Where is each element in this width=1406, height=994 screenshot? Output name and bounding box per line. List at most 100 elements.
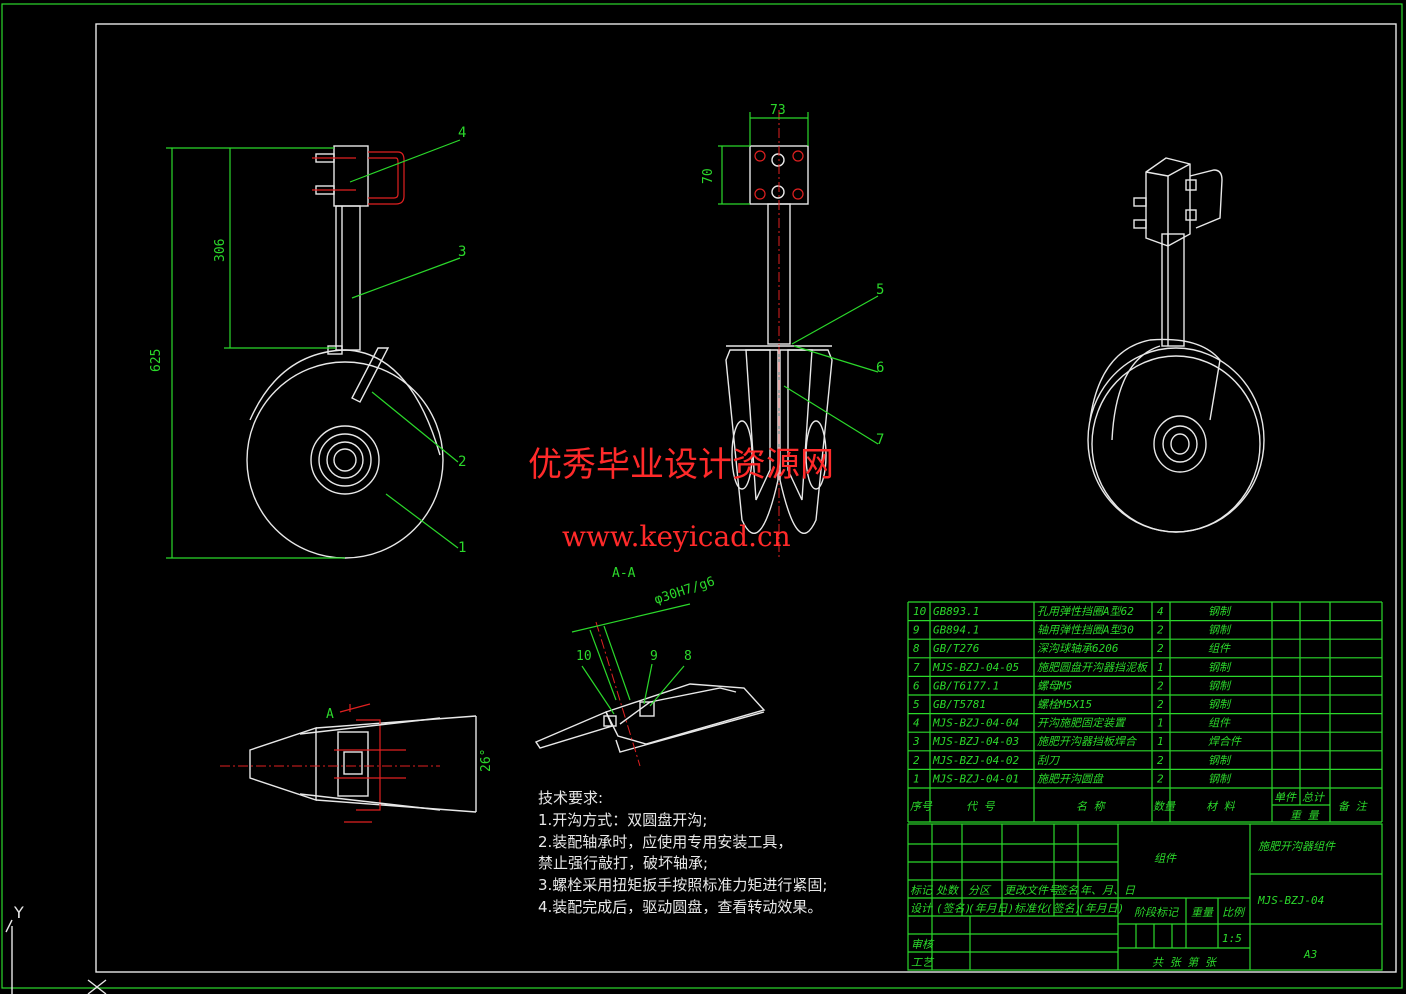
bom-head-name: 名 称 [1076, 800, 1107, 813]
callout-4-left: 4 [458, 125, 466, 141]
bom-cell-name: 施肥开沟圆盘 [1037, 772, 1105, 785]
bom-head-weight: 重 量 [1290, 809, 1320, 822]
bom-head-qty: 数量 [1153, 800, 1176, 813]
bom-cell-qty: 2 [1157, 679, 1164, 692]
tb-row1-cell: 更改文件号 [1004, 884, 1060, 897]
bom-head-total: 总计 [1302, 791, 1325, 804]
bom-cell-no: 10 [913, 605, 927, 618]
callout-6: 6 [876, 360, 884, 376]
bom-cell-code: GB/T276 [933, 642, 980, 655]
bom-cell-material: 钢制 [1208, 605, 1232, 618]
inner-border [95, 23, 1397, 973]
bom-cell-qty: 2 [1157, 698, 1164, 711]
notes-title: 技术要求: [538, 789, 603, 807]
bom-cell-material: 钢制 [1208, 772, 1232, 785]
dim-625: 625 [149, 349, 164, 372]
bom-cell-qty: 4 [1157, 605, 1164, 618]
bom-cell-code: MJS-BZJ-04-03 [932, 735, 1019, 748]
tb-drawing-no: MJS-BZJ-04 [1257, 894, 1324, 907]
bom-text: 10 GB893.1 孔用弹性挡圈A型62 4 钢制 9 GB894.1 轴用弹性挡圈A型30… [910, 605, 1369, 822]
tb-row2-cell: (年月日) [1078, 902, 1124, 915]
tb-row2-cell: (签名) [936, 902, 971, 915]
bom-cell-qty: 2 [1157, 624, 1164, 637]
callout-3: 3 [458, 244, 466, 260]
bom-cell-material: 钢制 [1208, 661, 1232, 674]
bom-cell-no: 5 [913, 698, 920, 711]
dim-fit: φ30H7/g6 [653, 574, 717, 608]
bom-table [907, 601, 1383, 823]
bom-cell-no: 1 [913, 772, 920, 785]
callout-10: 10 [576, 649, 592, 664]
bom-cell-material: 组件 [1208, 642, 1231, 655]
isometric-view [1087, 157, 1265, 533]
tb-row1-cell: 年、月、日 [1080, 884, 1136, 897]
notes-line-1: 1.开沟方式：双圆盘开沟; [538, 811, 707, 829]
callout-2: 2 [458, 454, 466, 470]
callout-9: 9 [650, 649, 658, 664]
callout-1: 1 [458, 540, 466, 556]
bom-head-material: 材 料 [1206, 800, 1236, 813]
notes-line-5: 4.装配完成后，驱动圆盘，查看转动效果。 [538, 898, 822, 916]
bom-cell-material: 焊合件 [1208, 735, 1242, 748]
bom-cell-code: GB/T5781 [933, 698, 986, 711]
bom-cell-code: MJS-BZJ-04-01 [932, 772, 1019, 785]
bom-cell-qty: 1 [1157, 661, 1164, 674]
notes-line-4: 3.螺栓采用扭矩扳手按照标准力矩进行紧固; [538, 876, 827, 894]
tb-row1-cell: 标记 [910, 884, 933, 897]
bom-head-remark: 备 注 [1338, 800, 1369, 813]
callout-7: 7 [876, 432, 884, 448]
tb-review: 审核 [911, 938, 935, 951]
tb-size: A3 [1303, 948, 1317, 961]
tb-scale: 1:5 [1222, 932, 1242, 945]
tb-row2-cell: 标准化 [1014, 902, 1049, 915]
bom-head-no: 序号 [910, 800, 933, 813]
dim-73: 73 [770, 103, 786, 118]
title-block-row-marks: 标记处数分区更改文件号签名年、月、日 [910, 884, 1136, 897]
tb-row1-cell: 处数 [936, 884, 960, 897]
bom-cell-name: 螺栓M5X15 [1037, 698, 1092, 711]
ucs-icon [5, 919, 107, 994]
tb-row1-cell: 签名 [1056, 884, 1079, 897]
bom-cell-no: 2 [913, 754, 920, 767]
bom-head-unit: 单件 [1274, 791, 1297, 804]
bom-cell-name: 孔用弹性挡圈A型62 [1037, 605, 1134, 618]
bom-cell-material: 钢制 [1208, 679, 1232, 692]
callout-5: 5 [876, 282, 884, 298]
bom-cell-name: 深沟球轴承6206 [1037, 642, 1119, 655]
bom-cell-material: 组件 [1208, 717, 1231, 730]
watermark-url: www.keyicad.cn [562, 520, 791, 553]
bom-cell-code: GB893.1 [933, 605, 979, 618]
bom-cell-name: 开沟施肥固定装置 [1037, 717, 1127, 730]
bom-cell-code: MJS-BZJ-04-02 [932, 754, 1019, 767]
bom-cell-name: 螺母M5 [1037, 679, 1072, 692]
ucs-y-label: Y [13, 903, 24, 922]
tb-row2-cell: (签名) [1046, 902, 1081, 915]
dim-306: 306 [213, 239, 228, 262]
bom-cell-code: MJS-BZJ-04-04 [932, 717, 1019, 730]
tb-material: 组件 [1154, 852, 1177, 865]
notes-line-2: 2.装配轴承时，应使用专用安装工具， [538, 833, 792, 851]
bom-cell-name: 施肥开沟器挡板焊合 [1037, 735, 1138, 748]
bom-cell-no: 8 [913, 642, 920, 655]
bom-cell-name: 轴用弹性挡圈A型30 [1037, 624, 1134, 637]
bom-cell-name: 刮刀 [1037, 754, 1060, 767]
title-block [907, 823, 1383, 971]
bom-cell-qty: 2 [1157, 772, 1164, 785]
bom-cell-qty: 2 [1157, 642, 1164, 655]
bom-cell-qty: 1 [1157, 717, 1164, 730]
side-view [718, 110, 879, 560]
bom-cell-code: GB894.1 [933, 624, 979, 637]
tb-sheets: 共 张 第 张 [1152, 956, 1218, 969]
front-view [166, 139, 461, 559]
bom-cell-code: MJS-BZJ-04-05 [932, 661, 1019, 674]
watermark-cn: 优秀毕业设计资源网 [528, 445, 834, 485]
dim-70: 70 [701, 168, 716, 184]
tb-row1-cell: 分区 [968, 884, 992, 897]
top-view [220, 703, 477, 823]
tb-row2-cell: (年月日) [968, 902, 1014, 915]
tb-process: 工艺 [911, 956, 935, 969]
bom-cell-no: 6 [913, 679, 920, 692]
bom-head-code: 代 号 [966, 800, 996, 813]
bom-cell-no: 9 [913, 624, 920, 637]
